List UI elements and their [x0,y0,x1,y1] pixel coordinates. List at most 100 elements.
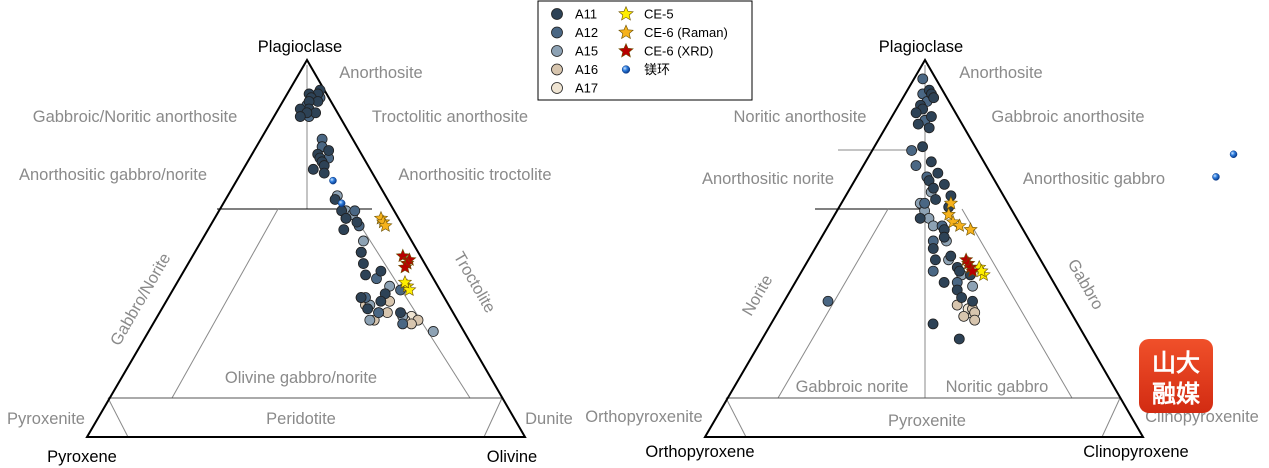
zone-anorthosite: Anorthosite [339,64,422,82]
point-a11 [355,292,367,303]
legend-label-a17: A17 [575,81,598,96]
legend-marker-a11 [551,8,563,20]
point-a11 [329,194,341,205]
legend-marker-ce-6-raman [618,24,634,40]
point-a11 [914,212,926,224]
point-a11 [925,156,937,168]
point-a11 [340,212,352,224]
point-a12 [919,197,931,209]
legend-marker-ce-6-xrd [618,42,634,58]
zone-noritic-anorthosite: Noritic anorthosite [734,108,867,126]
boundary-line [107,397,129,438]
point-ce-6-raman [945,214,961,229]
point-a16 [958,310,970,322]
point-a11 [375,295,387,307]
point-a11 [395,307,406,318]
legend-label-ce-6-raman: CE-6 (Raman) [644,25,728,40]
zone-peridotite: Peridotite [266,410,336,428]
legend-label-a15: A15 [575,44,598,59]
point-a16 [969,314,981,326]
point-a11 [954,265,965,277]
zone-dunite: Dunite [525,410,573,428]
boundary-line [725,397,747,438]
vertex-bottom-right-right-chart: Clinopyroxene [1083,443,1188,461]
point-a11 [910,107,922,119]
point-a15 [364,314,376,326]
point-mg-ring [1229,150,1238,158]
legend-marker-mg-ring [621,65,631,74]
zone-olivine-gabbro: Olivine gabbro/norite [225,369,377,387]
boundary-line [171,208,279,399]
zone-gabbro-r: Gabbro [1064,256,1107,313]
point-a11 [923,122,935,134]
point-a12 [927,265,939,277]
point-a11 [926,111,937,122]
boundary-line [777,208,889,399]
zone-anorthositic-gabbro-r: Anorthositic gabbro [1023,170,1165,188]
boundary-line [483,397,503,438]
point-a12 [917,73,929,85]
point-a11 [338,224,350,236]
watermark-badge [1139,339,1213,413]
point-mg-ring [1212,173,1220,181]
point-a11 [357,258,369,269]
legend-marker-a17 [551,82,563,94]
point-a11 [294,111,306,122]
point-a11 [362,303,374,315]
point-ce-5 [402,282,417,297]
point-a12 [349,205,361,217]
zone-boundaries-left [107,65,503,438]
legend-marker-a15 [551,45,563,57]
triangle-outline [85,58,527,438]
zone-orthopyroxenite: Orthopyroxenite [585,408,702,426]
legend-label-ce-6-xrd: CE-6 (XRD) [644,44,713,59]
point-a11 [318,167,330,179]
legend-label-ce-5: CE-5 [644,7,674,22]
watermark-line2: 融媒 [1152,380,1201,408]
zone-pyroxenite: Pyroxenite [7,410,85,428]
zone-gabbroic-anorthosite: Gabbroic/Noritic anorthosite [33,108,238,126]
legend-marker-a16 [551,63,563,76]
zone-troctolite: Troctolite [450,249,499,316]
vertex-top-right-chart: Plagioclase [879,38,963,56]
zone-norite: Norite [739,272,777,319]
point-a11 [927,318,939,330]
point-ce-6-xrd [965,263,980,278]
boundary-line [961,208,1073,399]
point-a11 [945,250,957,262]
point-a11 [932,167,944,179]
point-a11 [360,269,371,281]
point-a11 [928,92,940,104]
point-ce-6-raman [963,222,978,236]
point-a11 [351,216,363,228]
legend-marker-ce-5 [618,5,634,21]
point-ce-6-raman [378,218,393,232]
point-a11 [930,254,941,266]
point-a15 [358,235,369,247]
legend-label-a11: A11 [575,7,597,22]
zone-gabbro-norite: Gabbro/Norite [107,250,174,349]
vertex-bottom-left: Pyroxene [47,448,117,466]
point-ce-5 [397,274,413,289]
point-a11 [355,246,367,258]
point-a11 [927,243,939,254]
point-mg-ring [329,176,337,185]
vertex-top-left: Plagioclase [258,38,342,56]
point-ce-6-xrd [397,259,413,274]
point-a12 [373,307,385,318]
point-ce-6-raman [952,218,967,232]
watermark-line1: 山大 [1152,349,1200,377]
point-a12 [906,145,918,156]
ternary-right: Plagioclase Orthopyroxene Clinopyroxene … [585,38,1259,461]
zone-pyroxenite-r: Pyroxenite [888,412,966,430]
point-a12 [910,160,922,171]
point-a11 [930,194,941,205]
zone-anorthosite-r: Anorthosite [959,64,1042,82]
vertex-bottom-right: Olivine [487,448,537,466]
legend-label-a16: A16 [575,62,598,77]
legend-label-a12: A12 [575,25,598,40]
legend-label-mg-ring: 镁环 [644,62,670,77]
point-a11 [375,265,387,277]
